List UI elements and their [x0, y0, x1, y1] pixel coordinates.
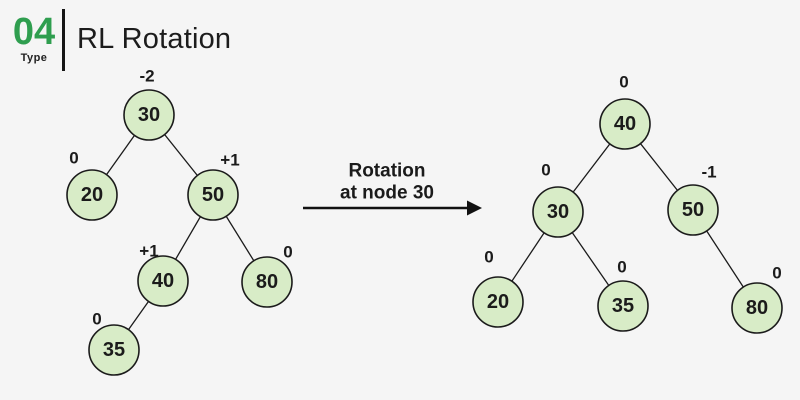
tree-node-50 — [667, 184, 719, 236]
rotation-label-line1: Rotation — [348, 161, 425, 182]
tree-node-20 — [66, 169, 118, 221]
node-value: 20 — [487, 291, 509, 313]
node-value: 30 — [547, 201, 569, 223]
balance-factor: 0 — [617, 258, 626, 277]
balance-factor: 0 — [92, 310, 101, 329]
balance-factor: +1 — [139, 242, 158, 261]
balance-factor: +1 — [220, 151, 239, 170]
tree-node-30 — [532, 186, 584, 238]
rotation-label-line2: at node 30 — [340, 183, 434, 204]
balance-factor: 0 — [69, 149, 78, 168]
page-title: RL Rotation — [77, 23, 232, 55]
tree-node-20 — [472, 276, 524, 328]
node-value: 30 — [138, 104, 160, 126]
tree-node-30 — [123, 89, 175, 141]
node-value: 40 — [152, 270, 174, 292]
node-value: 80 — [256, 271, 278, 293]
tree-node-35 — [88, 324, 140, 376]
node-value: 80 — [746, 297, 768, 319]
tree-node-35 — [597, 280, 649, 332]
balance-factor: 0 — [772, 264, 781, 283]
balance-factor: -2 — [139, 67, 154, 86]
node-value: 50 — [682, 199, 704, 221]
tree-node-50 — [187, 169, 239, 221]
tree-node-40 — [599, 98, 651, 150]
balance-factor: 0 — [283, 243, 292, 262]
node-value: 20 — [81, 184, 103, 206]
node-value: 50 — [202, 184, 224, 206]
type-number: 04 — [12, 11, 56, 53]
balance-factor: 0 — [484, 248, 493, 267]
balance-factor: 0 — [619, 73, 628, 92]
balance-factor: 0 — [541, 161, 550, 180]
balance-factor: -1 — [701, 163, 716, 182]
tree-node-40 — [137, 255, 189, 307]
header: 04 Type RL Rotation — [0, 0, 800, 78]
arrow-head-icon — [467, 200, 482, 216]
header-divider — [62, 9, 65, 71]
node-value: 35 — [103, 339, 125, 361]
node-value: 35 — [612, 295, 634, 317]
tree-node-80 — [731, 282, 783, 334]
type-block: 04 Type — [6, 13, 62, 64]
type-label: Type — [20, 52, 48, 64]
node-value: 40 — [614, 113, 636, 135]
tree-node-80 — [241, 256, 293, 308]
